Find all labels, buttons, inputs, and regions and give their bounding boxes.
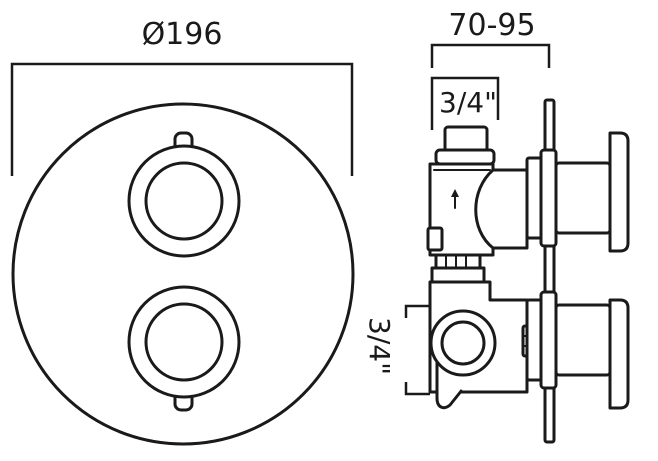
side-view: 70-95 3/4" 3/4" bbox=[363, 8, 630, 444]
inlet-collar bbox=[434, 148, 496, 166]
lower-outlet-inner-ring bbox=[440, 320, 486, 366]
inlet-nut bbox=[443, 125, 489, 153]
lower-handle bbox=[127, 285, 241, 412]
lower-outlet-outer-ring bbox=[429, 309, 497, 377]
depth-dimension: 70-95 bbox=[430, 8, 551, 68]
threaded-connector bbox=[430, 253, 486, 284]
front-view: Ø196 bbox=[10, 17, 355, 446]
upper-body-housing bbox=[428, 162, 495, 257]
depth-label: 70-95 bbox=[448, 8, 535, 43]
diameter-dimension: Ø196 bbox=[10, 17, 354, 176]
top-inlet-fitting bbox=[434, 125, 496, 166]
lower-side-handle bbox=[525, 290, 630, 410]
lower-handle-inner-ring bbox=[144, 302, 224, 382]
bottom-outlet-dimension: 3/4" bbox=[363, 304, 430, 396]
lower-rosette bbox=[539, 290, 558, 390]
depth-dimension-line bbox=[430, 43, 551, 68]
upper-valve-body bbox=[426, 162, 529, 257]
lower-handle-body bbox=[554, 303, 612, 377]
upper-handle-body bbox=[554, 161, 612, 235]
bottom-outlet-label: 3/4" bbox=[363, 317, 396, 375]
bottom-outlet-leader bbox=[404, 304, 430, 396]
lower-handle-lever-side bbox=[608, 298, 630, 410]
arrow-up-icon bbox=[451, 189, 459, 209]
diameter-label: Ø196 bbox=[142, 17, 223, 52]
upper-rosette bbox=[539, 148, 558, 248]
upper-body-tab bbox=[426, 226, 444, 252]
connector-collar bbox=[430, 266, 486, 284]
lower-valve-body bbox=[428, 280, 539, 410]
faceplate-circle bbox=[11, 102, 355, 446]
upper-side-handle bbox=[525, 131, 630, 253]
top-inlet-leader bbox=[430, 76, 500, 130]
upper-cartridge-neck bbox=[474, 168, 529, 250]
upper-handle-inner-ring bbox=[144, 161, 224, 241]
upper-handle bbox=[127, 131, 241, 258]
top-inlet-label: 3/4" bbox=[439, 86, 497, 119]
top-inlet-dimension: 3/4" bbox=[430, 76, 500, 130]
diameter-dimension-line bbox=[10, 62, 354, 176]
upper-handle-lever-side bbox=[608, 131, 630, 253]
